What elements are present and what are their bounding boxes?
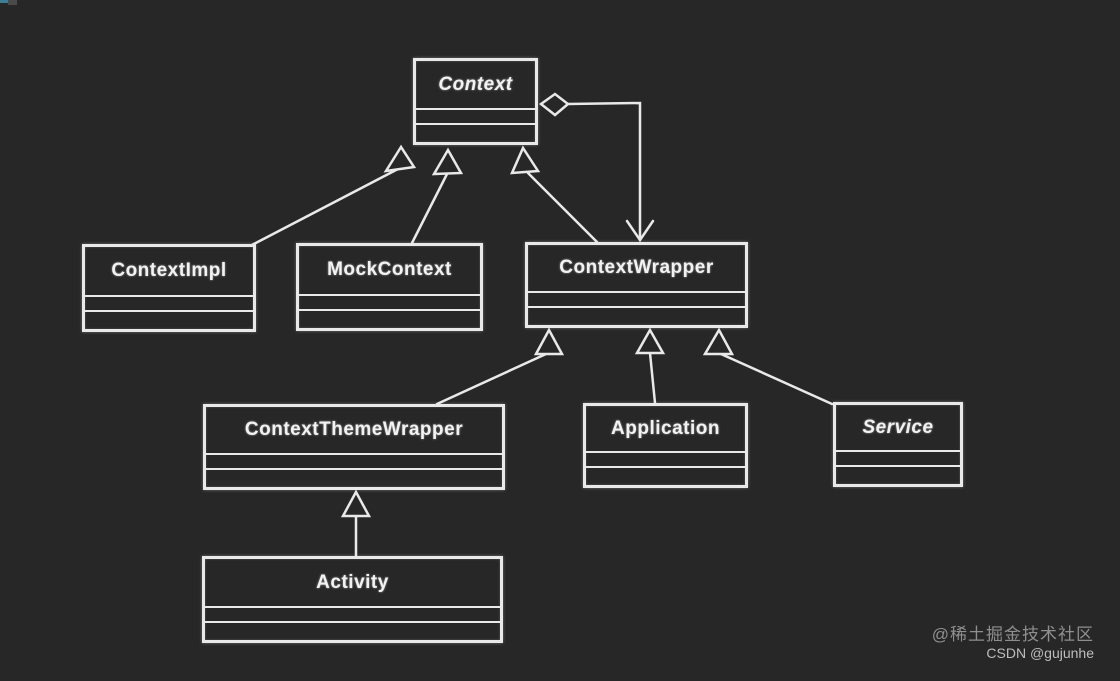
class-name-context: Context — [438, 73, 513, 95]
edge-mockcontext-context — [410, 147, 464, 245]
class-box-contextthemewrapper: ContextThemeWrapper — [203, 404, 505, 490]
attributes-compartment — [528, 291, 745, 308]
edge-activity-contextthemewrapper — [340, 489, 372, 558]
edge-service-contextwrapper — [702, 327, 834, 406]
class-box-mockcontext: MockContext — [296, 243, 483, 331]
edge-application-contextwrapper — [634, 327, 666, 405]
attributes-compartment — [586, 451, 745, 468]
class-name-contextimpl: ContextImpl — [111, 260, 227, 281]
watermark-juejin: @稀土掘金技术社区 — [931, 625, 1094, 645]
class-box-application: Application — [583, 403, 748, 488]
attributes-compartment — [416, 108, 535, 125]
attributes-compartment — [205, 606, 500, 623]
class-box-service: Service — [833, 402, 963, 487]
class-name-activity: Activity — [316, 571, 389, 593]
class-box-contextwrapper: ContextWrapper — [525, 242, 748, 328]
class-name-application: Application — [611, 417, 720, 439]
watermark-csdn: CSDN @gujunhe — [986, 644, 1094, 661]
progress-bar-remnant-gray — [8, 0, 17, 5]
class-box-activity: Activity — [202, 556, 503, 643]
edge-context-contextwrapper-aggregation — [538, 92, 655, 243]
methods-compartment — [205, 623, 500, 640]
attributes-compartment — [206, 453, 502, 470]
methods-compartment — [299, 311, 480, 328]
class-name-mockcontext: MockContext — [327, 259, 452, 280]
attributes-compartment — [85, 295, 253, 312]
class-name-contextwrapper: ContextWrapper — [559, 257, 714, 278]
edge-contextwrapper-context — [510, 145, 599, 244]
class-name-service: Service — [862, 416, 934, 438]
class-box-context: Context — [413, 58, 538, 145]
edge-contextthemewrapper-contextwrapper — [435, 327, 565, 406]
attributes-compartment — [299, 294, 480, 311]
edge-contextimpl-context — [248, 144, 417, 248]
class-name-contextthemewrapper: ContextThemeWrapper — [244, 419, 464, 440]
attributes-compartment — [836, 450, 960, 467]
methods-compartment — [586, 468, 745, 485]
methods-compartment — [836, 467, 960, 484]
methods-compartment — [85, 312, 253, 329]
progress-bar-remnant — [0, 0, 8, 3]
methods-compartment — [416, 125, 535, 142]
watermark: @稀土掘金技术社区 CSDN @gujunhe — [932, 625, 1094, 661]
class-box-contextimpl: ContextImpl — [82, 244, 256, 332]
methods-compartment — [206, 470, 502, 487]
methods-compartment — [528, 308, 745, 325]
